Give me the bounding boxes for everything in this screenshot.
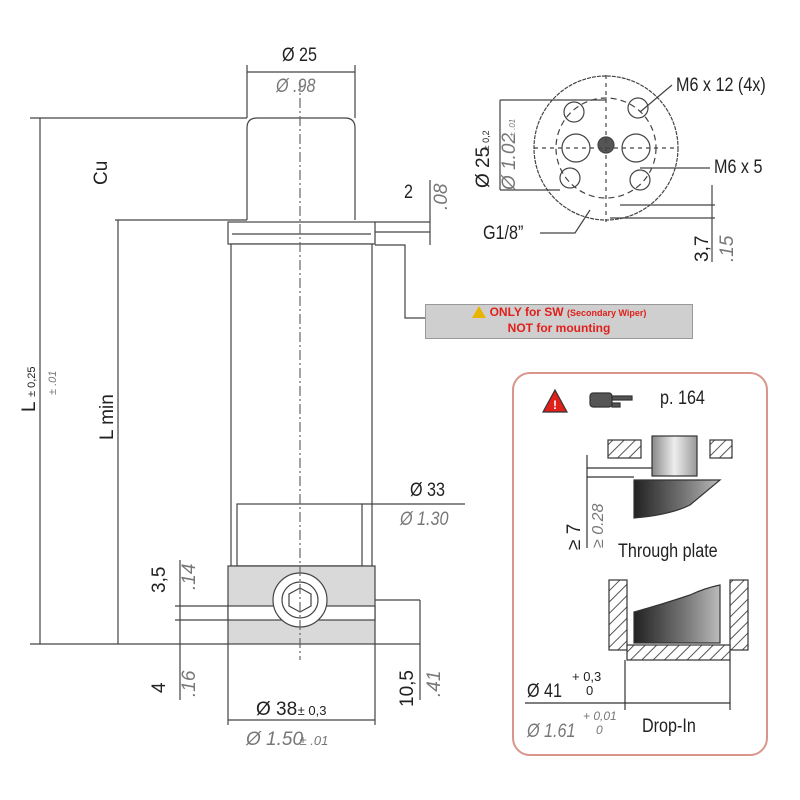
end-dia-label: Ø 25 ± 0,2 [473,130,494,188]
end-dia-inch-label: Ø 1.02 ± .01 [499,118,520,190]
dia-top-label: Ø 25 [282,45,318,66]
bore-tol-minus-inch: 0 [596,723,603,737]
screw-holes [559,97,651,191]
pointing-hand-icon [589,392,633,408]
warning-line1-sub: (Secondary Wiper) [566,308,647,318]
port-fitting [272,572,328,628]
min-thickness-label: ≥ 7 [564,523,585,550]
height-mm-label: 10,5 [397,670,418,707]
offset-inch-label: .14 [179,563,200,590]
svg-text:!: ! [553,398,557,412]
min-thickness-inch-label: ≥ 0.28 [590,503,607,548]
bore-tol-plus: + 0,3 [572,669,602,684]
flange-mm-label: 2 [404,182,413,203]
warning-line1: ONLY for SW [489,305,564,319]
thread-m6x12-label: M6 x 12 (4x) [676,75,766,96]
cu-label: Cu [91,160,112,185]
dia-base-inch-label: Ø 1.50 ± .01 [246,729,329,750]
offset-mm-label: 3,5 [149,566,170,593]
drop-in-label: Drop-In [642,716,696,737]
dia-block-inch-label: Ø 1.30 [400,509,449,530]
dia-top-inch-label: Ø .98 [276,76,316,97]
bottom-inch-label: .16 [179,670,200,697]
flange [227,221,376,245]
warning-triangle-icon [541,388,569,413]
height-inch-label: .41 [424,670,445,697]
dia-block-label: Ø 33 [410,480,446,501]
flange-inch-label: .08 [431,183,452,210]
cylinder-body [230,243,373,567]
depth-inch-label: .15 [717,235,738,262]
warning-icon [471,306,486,318]
length-tol-inch: ± .01 [47,370,59,395]
warning-line2: NOT for mounting [507,321,611,335]
bore-dia-inch-label: Ø 1.61 [527,721,576,742]
bore-tol-plus-inch: + 0,01 [583,709,617,723]
lmin-label: L min [97,394,118,440]
bore-dia-label: Ø 41 [527,681,563,702]
dia-base-label: Ø 38 ± 0,3 [256,699,327,720]
bottom-mm-label: 4 [149,682,170,693]
through-plate-label: Through plate [618,541,718,562]
bore-tol-minus: 0 [586,683,594,698]
page-ref-link[interactable]: p. 164 [660,388,705,409]
thread-m6x5-label: M6 x 5 [714,157,763,178]
depth-mm-label: 3,7 [692,235,713,262]
warning-banner: ONLY for SW (Secondary Wiper) NOT for mo… [425,304,693,339]
cylinder-cap [246,117,356,220]
port-label: G1/8” [483,223,524,244]
mounting-note-box [512,372,768,756]
length-label: L ± 0,25 [19,366,40,412]
